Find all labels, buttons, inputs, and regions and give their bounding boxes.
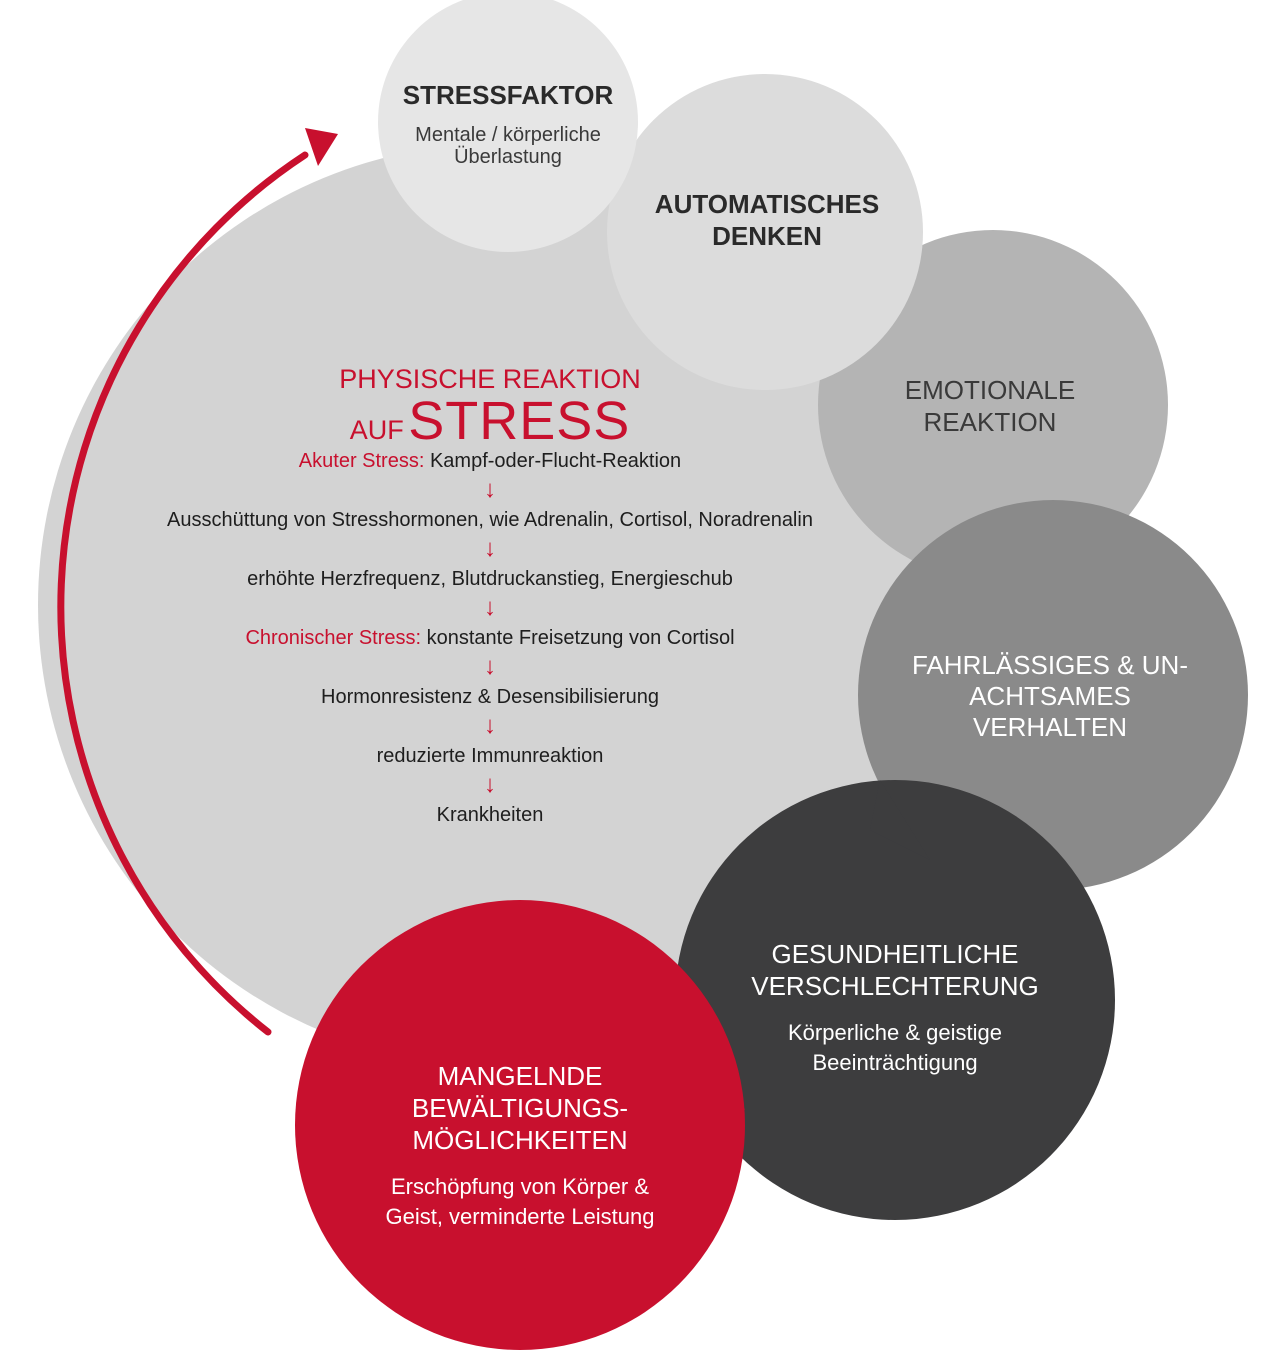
chain-step-7-text: Krankheiten [436, 804, 544, 826]
bubble-mangelnde-bewaeltigung [295, 900, 745, 1350]
chain-step-1-text: Kampf-oder-Flucht-Reaktion [429, 450, 682, 472]
chain-step-7: Krankheiten [90, 804, 890, 827]
mangelnde-line2: BEWÄLTIGUNGS- [411, 1093, 629, 1123]
stressfaktor-desc-line2: Überlastung [454, 146, 562, 168]
chain-step-2-text: Ausschüttung von Stresshormonen, wie Adr… [167, 509, 813, 531]
gesundheitliche-desc-line2: Beeinträchtigung [812, 1050, 978, 1075]
bubble-stressfaktor [378, 0, 638, 252]
gesundheitliche-line2: VERSCHLECHTERUNG [751, 971, 1039, 1001]
emotionale-line1: EMOTIONALE [904, 375, 1076, 405]
stressfaktor-desc-line1: Mentale / körperliche [415, 124, 601, 146]
chain-arrow-icon: ↓ [484, 594, 496, 621]
chain-step-4-label: Chronischer Stress: [245, 627, 422, 649]
mangelnde-desc: Erschöpfung von Körper & Geist, verminde… [340, 1172, 700, 1232]
automatisches-line1: AUTOMATISCHES [654, 189, 880, 219]
emotionale-reaktion-title: EMOTIONALE REAKTION [860, 374, 1120, 438]
mangelnde-desc-line2: Geist, verminderte Leistung [385, 1204, 655, 1229]
mangelnde-desc-line1: Erschöpfung von Körper & [390, 1174, 650, 1199]
physische-heading-auf: AUF [349, 415, 404, 445]
physische-heading-line1: PHYSISCHE REAKTION [339, 364, 641, 394]
chain-arrow-icon: ↓ [484, 476, 496, 503]
gesundheitliche-desc-line1: Körperliche & geistige [787, 1020, 1002, 1045]
mangelnde-title: MANGELNDE BEWÄLTIGUNGS- MÖGLICHKEITEN [360, 1060, 680, 1156]
gesundheitliche-desc: Körperliche & geistige Beeinträchtigung [720, 1018, 1070, 1078]
chain-step-6: reduzierte Immunreaktion [90, 745, 890, 768]
chain-step-4: Chronischer Stress: konstante Freisetzun… [90, 627, 890, 650]
fahrlaessiges-line2: ACHTSAMES [969, 681, 1131, 711]
gesundheitliche-title: GESUNDHEITLICHE VERSCHLECHTERUNG [720, 938, 1070, 1002]
chain-step-3-text: erhöhte Herzfrequenz, Blutdruckanstieg, … [247, 568, 733, 590]
chain-arrow-icon: ↓ [484, 771, 496, 798]
chain-step-1-label: Akuter Stress: [298, 450, 425, 472]
physische-heading-line2: AUF STRESS [240, 390, 740, 451]
physische-heading-stress: STRESS [408, 391, 631, 451]
bubble-gesundheitliche-verschlechterung [675, 780, 1115, 1220]
chain-step-4-text: konstante Freisetzung von Cortisol [426, 627, 735, 649]
chain-step-6-text: reduzierte Immunreaktion [376, 745, 604, 767]
cycle-arrow [57, 128, 338, 1036]
chain-arrow-icon: ↓ [484, 535, 496, 562]
fahrlaessiges-line1: FAHRLÄSSIGES & UN- [912, 650, 1188, 680]
mangelnde-line3: MÖGLICHKEITEN [412, 1125, 628, 1155]
fahrlaessiges-title: FAHRLÄSSIGES & UN- ACHTSAMES VERHALTEN [880, 650, 1220, 743]
stressfaktor-desc: Mentale / körperliche Überlastung [380, 124, 636, 168]
chain-step-5: Hormonresistenz & Desensibilisierung [90, 686, 890, 709]
gesundheitliche-line1: GESUNDHEITLICHE [771, 939, 1019, 969]
fahrlaessiges-line3: VERHALTEN [972, 712, 1128, 742]
automatisches-denken-title: AUTOMATISCHES DENKEN [612, 188, 922, 252]
chain-step-5-text: Hormonresistenz & Desensibilisierung [321, 686, 659, 708]
automatisches-line2: DENKEN [712, 221, 822, 251]
bubble-automatisches-denken [607, 74, 923, 390]
stressfaktor-title: STRESSFAKTOR [402, 80, 614, 110]
chain-step-1: Akuter Stress: Kampf-oder-Flucht-Reaktio… [90, 450, 890, 473]
chain-step-3: erhöhte Herzfrequenz, Blutdruckanstieg, … [90, 568, 890, 591]
chain-arrow-icon: ↓ [484, 712, 496, 739]
emotionale-line2: REAKTION [923, 407, 1057, 437]
chain-step-2: Ausschüttung von Stresshormonen, wie Adr… [90, 509, 890, 532]
mangelnde-line1: MANGELNDE [437, 1061, 603, 1091]
chain-arrow-icon: ↓ [484, 653, 496, 680]
